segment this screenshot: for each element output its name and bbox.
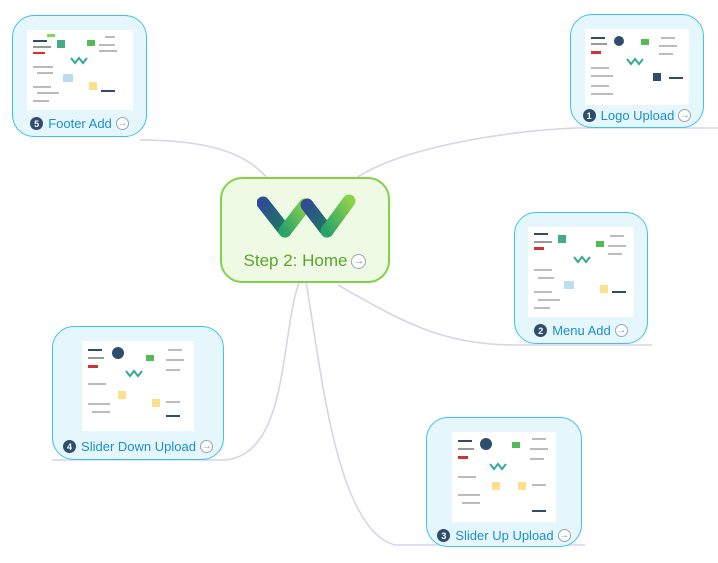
number-badge-icon: 3 xyxy=(437,529,451,542)
topic-slider-down-upload-label[interactable]: 4 Slider Down Upload → xyxy=(53,439,223,454)
slider-down-preview-thumbnail xyxy=(82,341,194,431)
arrow-right-icon[interactable]: → xyxy=(351,253,367,269)
topic-footer-add[interactable]: 5 Footer Add → xyxy=(12,15,147,137)
topic-slider-down-upload[interactable]: 4 Slider Down Upload → xyxy=(52,326,224,460)
topic-slider-up-upload[interactable]: 3 Slider Up Upload → xyxy=(426,417,582,547)
topic-menu-add-label[interactable]: 2 Menu Add → xyxy=(515,323,647,338)
number-badge-icon: 4 xyxy=(63,440,77,453)
branch-slider-down xyxy=(52,279,301,461)
central-topic-step2-home[interactable]: Step 2: Home → xyxy=(220,177,390,283)
topic-logo-upload[interactable]: 1 Logo Upload → xyxy=(570,14,704,128)
branch-logo xyxy=(349,127,718,183)
number-badge-icon: 2 xyxy=(534,324,548,337)
logo-preview-thumbnail xyxy=(585,29,689,105)
topic-slider-up-upload-label[interactable]: 3 Slider Up Upload → xyxy=(427,528,581,543)
central-topic-label[interactable]: Step 2: Home → xyxy=(243,251,367,270)
number-badge-icon: 5 xyxy=(30,117,44,130)
slider-up-preview-thumbnail xyxy=(452,432,556,522)
footer-preview-thumbnail xyxy=(27,30,133,110)
branch-slider-up xyxy=(305,281,585,546)
topic-footer-add-label[interactable]: 5 Footer Add → xyxy=(13,116,146,131)
menu-preview-thumbnail xyxy=(528,227,634,317)
arrow-right-icon[interactable]: → xyxy=(678,109,692,122)
topic-menu-add[interactable]: 2 Menu Add → xyxy=(514,212,648,344)
arrow-right-icon[interactable]: → xyxy=(614,324,628,337)
arrow-right-icon[interactable]: → xyxy=(199,440,213,453)
branch-footer xyxy=(139,139,273,186)
topic-logo-upload-label[interactable]: 1 Logo Upload → xyxy=(571,108,703,123)
arrow-right-icon[interactable]: → xyxy=(115,117,129,130)
number-badge-icon: 1 xyxy=(582,109,596,122)
branch-menu xyxy=(337,284,652,346)
winmax-logo-icon xyxy=(257,194,356,238)
arrow-right-icon[interactable]: → xyxy=(557,529,571,542)
